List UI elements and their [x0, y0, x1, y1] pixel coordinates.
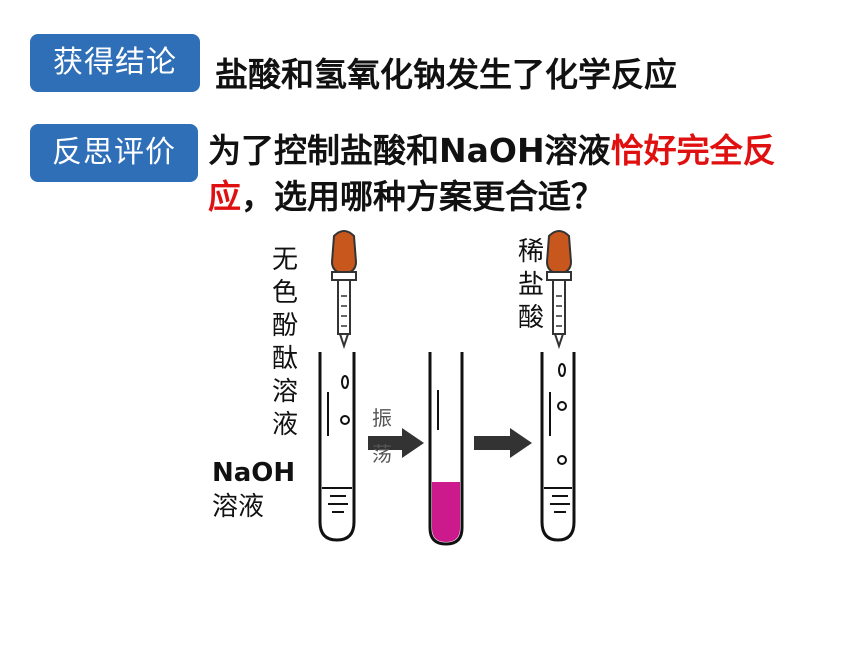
- question-line-1: 为了控制盐酸和NaOH溶液恰好完全反: [208, 124, 776, 172]
- test-tube-3: [540, 352, 576, 542]
- test-tube-1: [318, 352, 356, 542]
- naoh-label-line1: NaOH: [212, 458, 296, 488]
- question-highlight-1: 恰好完全反: [610, 131, 776, 170]
- naoh-label-line2: 溶液: [212, 492, 265, 522]
- test-tube-2: [428, 352, 464, 546]
- reflection-tag: 反思评价: [30, 124, 198, 182]
- conclusion-tag: 获得结论: [30, 34, 200, 92]
- question-line-2: 应，选用哪种方案更合适？: [208, 170, 604, 218]
- naoh-label: NaOH 溶液: [212, 456, 295, 524]
- question-highlight-2: 应: [208, 177, 241, 216]
- arrow-1: [368, 428, 424, 458]
- arrow-2: [474, 428, 532, 458]
- phenolphthalein-label: 无色酚酞溶液: [271, 245, 298, 440]
- question-rest: ，选用哪种方案更合适？: [241, 177, 604, 216]
- conclusion-text: 盐酸和氢氧化钠发生了化学反应: [215, 55, 677, 94]
- shake-label-1: 振: [372, 406, 392, 430]
- shake-label-2: 荡: [372, 442, 392, 466]
- dilute-hcl-label: 稀盐酸: [517, 237, 544, 333]
- question-prefix: 为了控制盐酸和NaOH溶液: [208, 131, 611, 170]
- dropper-phenolphthalein: [330, 230, 358, 350]
- dropper-acid: [545, 230, 573, 350]
